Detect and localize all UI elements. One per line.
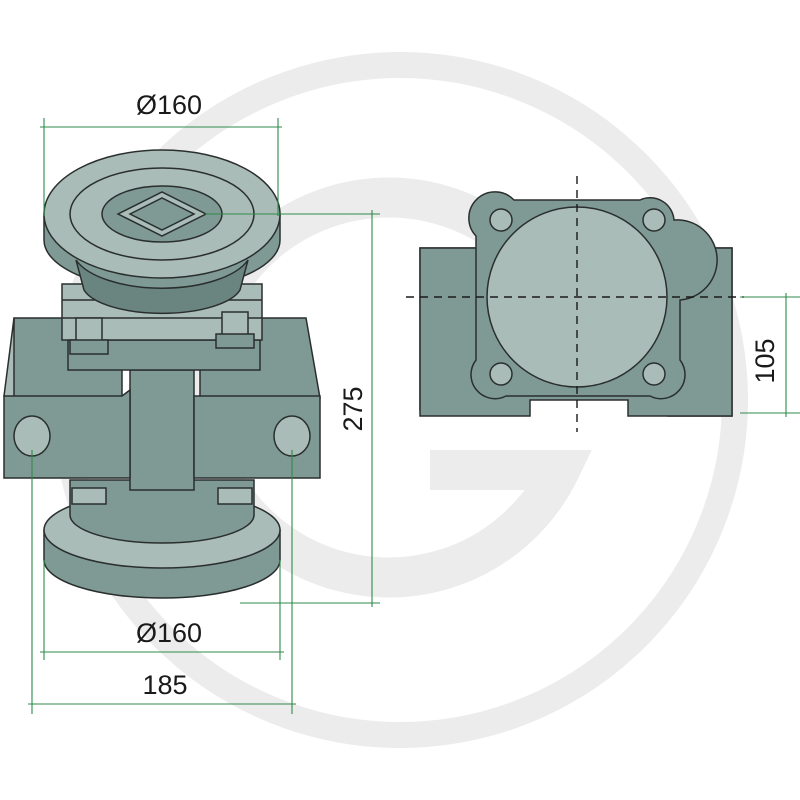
- upper-bolt-left: [69, 317, 109, 355]
- dim-overall-height: 275: [205, 210, 380, 607]
- dim-flange-height: 105: [740, 293, 800, 417]
- bottom-diameter-label: Ø160: [136, 618, 202, 648]
- bolt-hole-bottom-left: [489, 362, 513, 386]
- height-label: 275: [338, 386, 368, 431]
- lower-nut-right: [217, 487, 253, 505]
- dim-overall-width: 185: [28, 450, 296, 714]
- bolt-hole-top-right: [642, 208, 666, 232]
- central-shaft: [129, 369, 195, 491]
- side-view-assembly: [3, 149, 321, 599]
- dim-bottom-diameter: Ø160: [40, 560, 284, 660]
- flange-height-label: 105: [750, 338, 780, 383]
- bolt-hole-bottom-right: [642, 362, 666, 386]
- bolt-hole-top-left: [489, 208, 513, 232]
- top-pulley: [43, 149, 281, 315]
- bottom-flange: [43, 479, 281, 599]
- dim-top-diameter: Ø160: [40, 90, 282, 216]
- lower-nut-left: [71, 487, 107, 505]
- width-label: 185: [142, 670, 187, 700]
- top-view-flange: [406, 176, 744, 432]
- upper-bolt-right: [215, 311, 255, 349]
- top-diameter-label: Ø160: [136, 90, 202, 120]
